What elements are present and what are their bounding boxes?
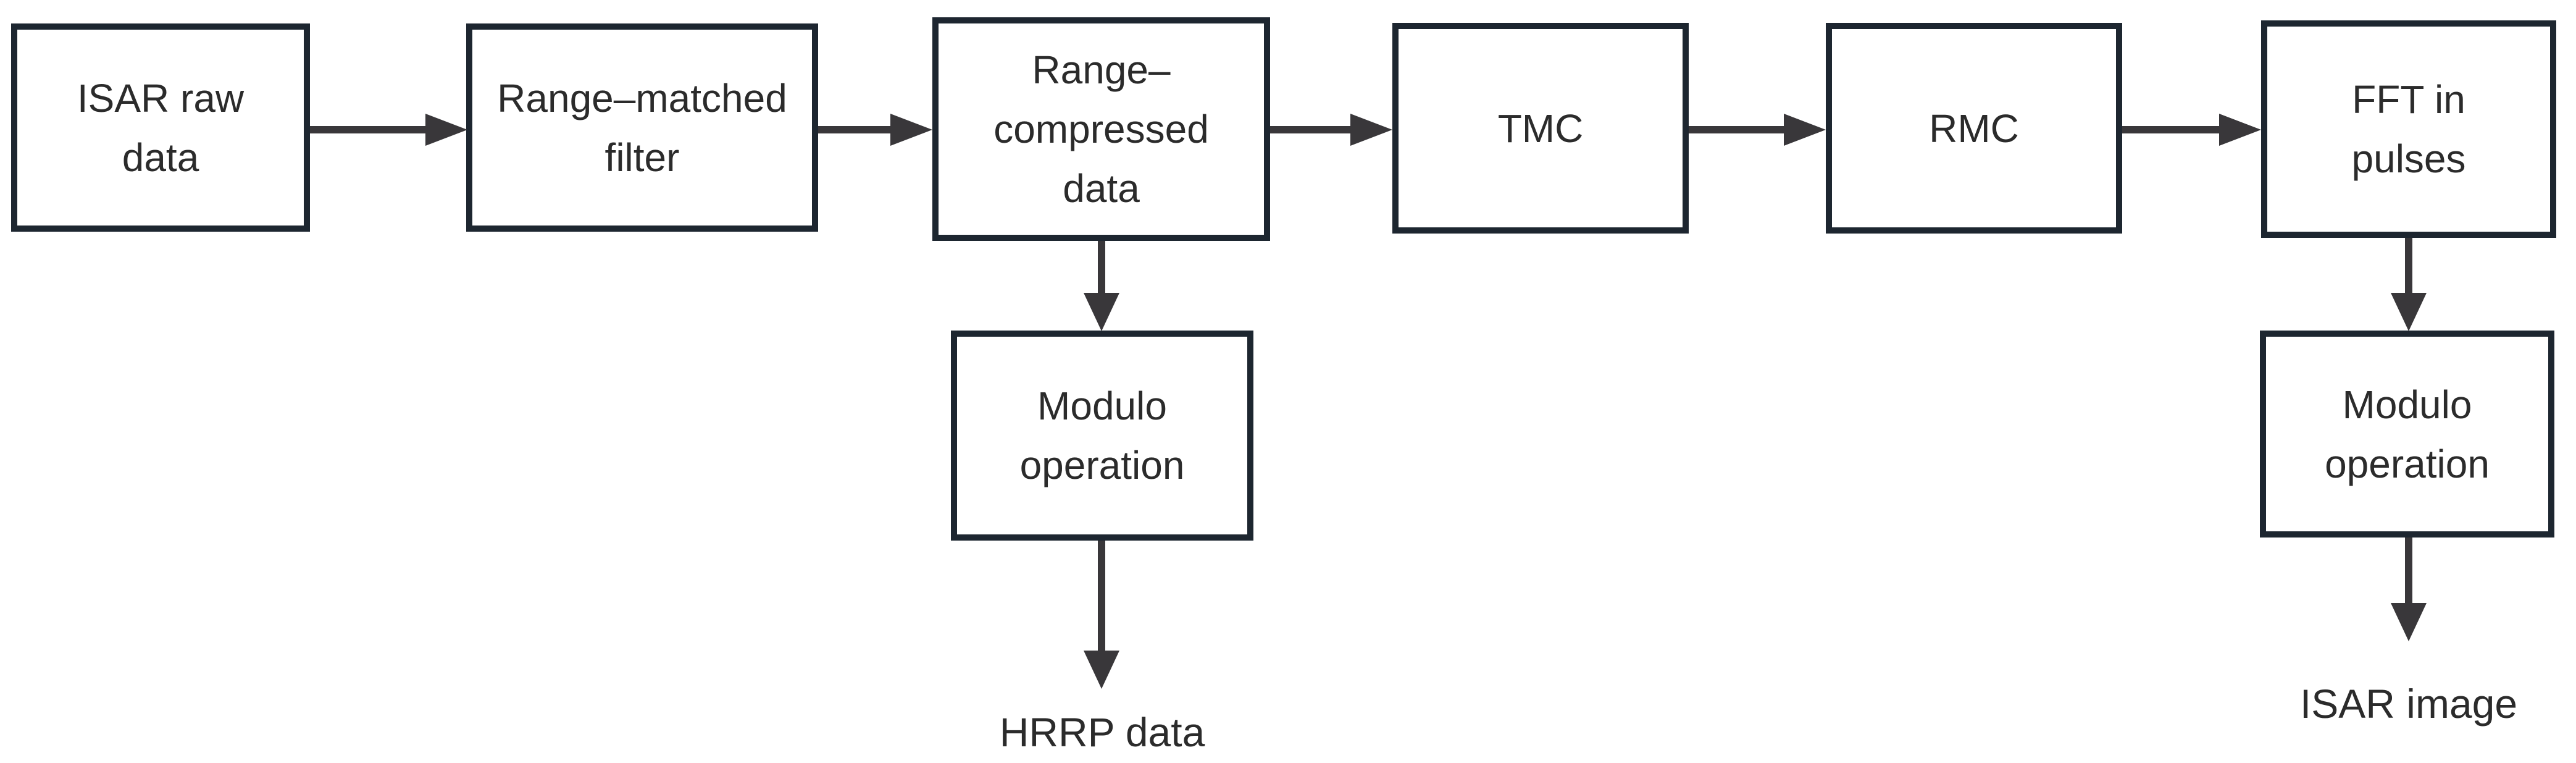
arrow-filter-to-compressed-head — [890, 114, 932, 146]
node-tmc: TMC — [1392, 23, 1689, 234]
node-range-matched-filter: Range–matched filter — [466, 23, 818, 232]
arrow-compressed-to-modulo-head — [1084, 293, 1119, 331]
arrow-filter-to-compressed-shaft — [818, 126, 892, 133]
arrow-isar-to-filter-shaft — [310, 126, 427, 133]
node-rmc: RMC — [1826, 23, 2122, 234]
arrow-fft-to-modulo-head — [2391, 293, 2427, 331]
node-isar-raw-data: ISAR raw data — [11, 23, 310, 232]
arrow-modulo-to-hrrp-head — [1084, 651, 1119, 689]
node-modulo-operation-left: Modulo operation — [951, 331, 1253, 541]
arrow-modulo-to-hrrp-shaft — [1098, 541, 1105, 652]
arrow-isar-to-filter-head — [425, 114, 467, 146]
output-label-isar-image: ISAR image — [2299, 681, 2518, 727]
arrow-compressed-to-tmc-head — [1350, 114, 1392, 146]
node-fft-in-pulses: FFT in pulses — [2261, 20, 2556, 238]
arrow-fft-to-modulo-shaft — [2405, 238, 2412, 294]
node-modulo-operation-right: Modulo operation — [2260, 331, 2554, 537]
arrow-tmc-to-rmc-head — [1784, 114, 1826, 146]
node-range-compressed-data: Range– compressed data — [932, 17, 1270, 241]
arrow-modulo-to-isar-image-head — [2391, 603, 2427, 641]
arrow-tmc-to-rmc-shaft — [1689, 126, 1786, 133]
arrow-rmc-to-fft-shaft — [2122, 126, 2221, 133]
arrow-modulo-to-isar-image-shaft — [2405, 537, 2412, 604]
arrow-compressed-to-modulo-shaft — [1098, 241, 1105, 294]
arrow-rmc-to-fft-head — [2219, 114, 2261, 146]
output-label-hrrp-data: HRRP data — [999, 709, 1205, 755]
arrow-compressed-to-tmc-shaft — [1270, 126, 1352, 133]
